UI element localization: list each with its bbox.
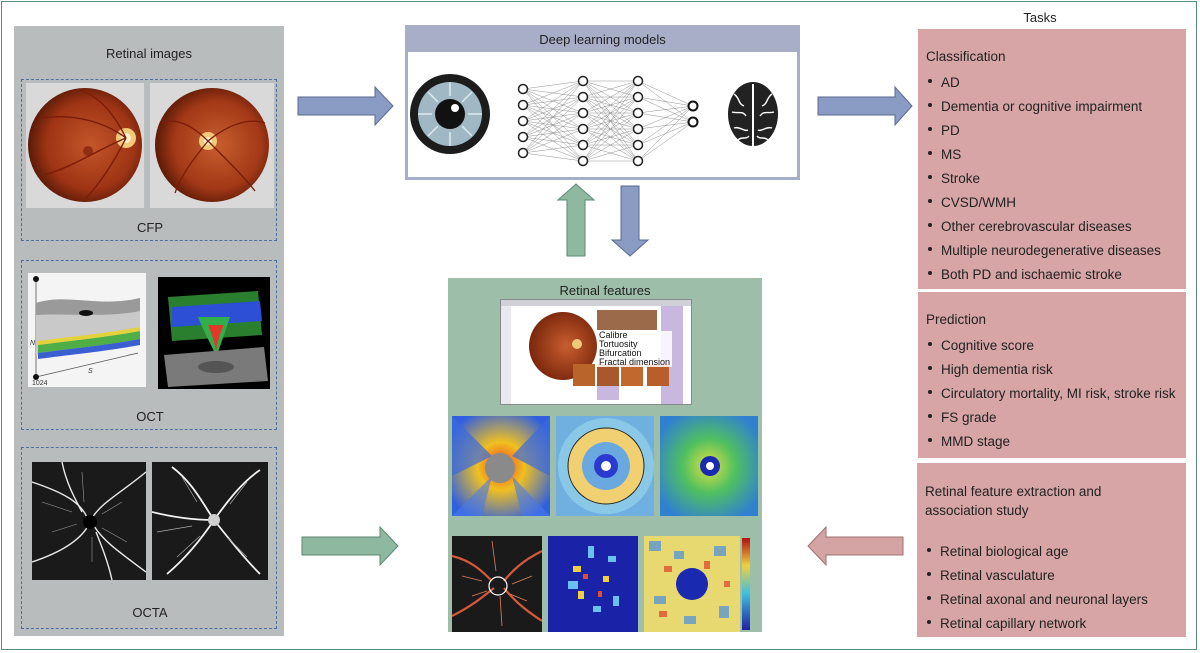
network-node [517,147,529,159]
cfp-label: CFP [137,220,163,235]
eye-icon [410,74,490,154]
list-item: PD [928,123,960,138]
list-item: Retinal biological age [927,544,1068,559]
network-node [577,91,589,103]
list-item: Both PD and ischaemic stroke [928,267,1122,282]
cfp-image-right [150,83,274,208]
density-heatmap [644,536,756,632]
network-node [687,100,699,112]
list-item: Retinal axonal and neuronal layers [927,592,1148,607]
network-node [632,155,644,167]
list-item: High dementia risk [928,362,1053,377]
list-item: Retinal vasculature [927,568,1055,583]
network-node [577,75,589,87]
network-node [577,107,589,119]
list-item: Retinal capillary network [927,616,1086,631]
network-node [517,99,529,111]
network-node [632,139,644,151]
classification-box: Classification AD Dementia or cognitive … [918,29,1186,289]
metric-calibre: Calibre [599,330,628,340]
network-node [577,155,589,167]
list-item: Other cerebrovascular diseases [928,219,1132,234]
list-item: Stroke [928,171,980,186]
extraction-title-line2: association study [925,503,1029,518]
network-node [687,116,699,128]
network-node [577,123,589,135]
network-node [577,139,589,151]
cfp-image-left [26,83,144,208]
heatmap-rings [556,416,654,516]
network-node [632,75,644,87]
list-item: Multiple neurodegenerative diseases [928,243,1161,258]
retinal-features-panel: Retinal features Calibre Tortuosity Bifu… [448,278,762,632]
network-node [632,123,644,135]
octa-label: OCTA [132,605,168,620]
classification-title: Classification [926,49,1006,64]
list-item: MMD stage [928,434,1010,449]
metric-bifurcation: Bifurcation [599,348,642,358]
prediction-title: Prediction [926,312,987,327]
list-item: AD [928,75,960,90]
retinal-images-panel: Retinal images [14,26,284,636]
list-item: Circulatory mortality, MI risk, stroke r… [928,386,1176,401]
oct-axis-s: S [88,368,93,375]
network-node [632,107,644,119]
list-item: MS [928,147,961,162]
oct-group: N S 1024 OCT [21,260,277,430]
network-node [517,131,529,143]
heatmap-green [660,416,758,516]
oct-image-left: N S 1024 [28,273,146,387]
octa-group: OCTA [21,447,277,629]
extraction-box: Retinal feature extraction and associati… [917,463,1186,637]
list-item: Dementia or cognitive impairment [928,99,1142,114]
retinal-images-title: Retinal images [106,46,192,61]
oct-label: OCT [136,409,164,424]
list-item: CVSD/WMH [928,195,1016,210]
list-item: FS grade [928,410,997,425]
octa-image-left [32,462,146,580]
metric-tortuosity: Tortuosity [599,339,638,349]
oct-axis-1024: 1024 [32,380,48,387]
prediction-box: Prediction Cognitive score High dementia… [918,292,1186,458]
tasks-header: Tasks [1023,10,1057,25]
metric-fractal-dimension: Fractal dimension [599,357,671,367]
deep-learning-header [408,28,797,52]
deep-learning-title: Deep learning models [539,32,666,47]
deep-learning-panel: Deep learning models [405,25,800,180]
cfp-group: CFP [21,79,277,241]
retinal-features-title: Retinal features [559,283,651,298]
network-node [517,115,529,127]
oct-image-right [158,277,270,389]
heatmap-red-blue [452,416,550,516]
extraction-title-line1: Retinal feature extraction and [925,484,1102,499]
oct-axis-n: N [30,340,36,347]
brain-icon [728,82,778,146]
vessel-segmentation [452,536,542,632]
network-node [517,83,529,95]
feature-software-screenshot: Calibre Tortuosity Bifurcation Fractal d… [500,299,692,405]
octa-image-right [152,462,268,580]
capillary-map [548,536,638,632]
list-item: Cognitive score [928,338,1034,353]
network-node [632,91,644,103]
neural-network-icon [517,75,699,167]
